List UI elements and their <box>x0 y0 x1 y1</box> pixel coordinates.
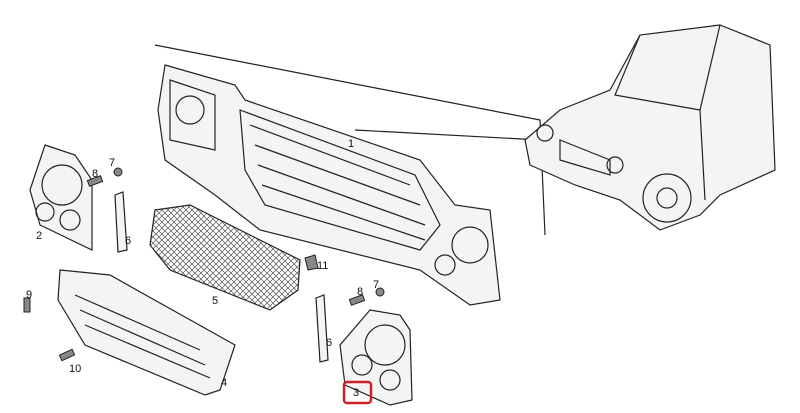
bolt-9-part <box>23 297 31 313</box>
grille-frame-part <box>157 64 501 306</box>
callout-5: 5 <box>212 295 218 307</box>
lower-grille-part <box>57 269 236 396</box>
callout-6-left: 6 <box>125 235 131 247</box>
fasteners <box>23 167 385 362</box>
callout-9: 9 <box>26 289 32 301</box>
selected-part-highlight[interactable] <box>342 380 373 405</box>
callout-7-right: 7 <box>373 279 379 291</box>
left-headlamp-bezel-part <box>29 144 93 251</box>
callout-8-left: 8 <box>92 168 98 180</box>
callout-1: 1 <box>348 138 354 150</box>
reference-lines <box>154 44 546 236</box>
callout-3: 3 <box>353 387 359 399</box>
callout-7-left: 7 <box>109 157 115 169</box>
callout-labels: 1 2 3 4 5 6 6 7 7 8 8 9 10 11 <box>26 138 379 399</box>
right-bracket-part <box>315 294 329 363</box>
callout-2: 2 <box>36 230 42 242</box>
right-headlamp-bezel-part <box>339 309 413 406</box>
right-nut-part <box>375 287 385 297</box>
callout-8-right: 8 <box>357 286 363 298</box>
clip-part <box>304 254 319 271</box>
callout-10: 10 <box>69 363 81 375</box>
left-nut-part <box>113 167 123 177</box>
left-bolt-part <box>86 175 104 187</box>
callout-6-right: 6 <box>326 337 332 349</box>
bolt-10-part <box>58 348 76 362</box>
left-bracket-part <box>114 191 128 253</box>
mesh-insert-part <box>149 204 301 311</box>
vehicle-illustration <box>524 24 776 231</box>
right-bolt-part <box>348 294 366 306</box>
callout-11: 11 <box>317 260 328 272</box>
callout-4: 4 <box>221 377 227 389</box>
